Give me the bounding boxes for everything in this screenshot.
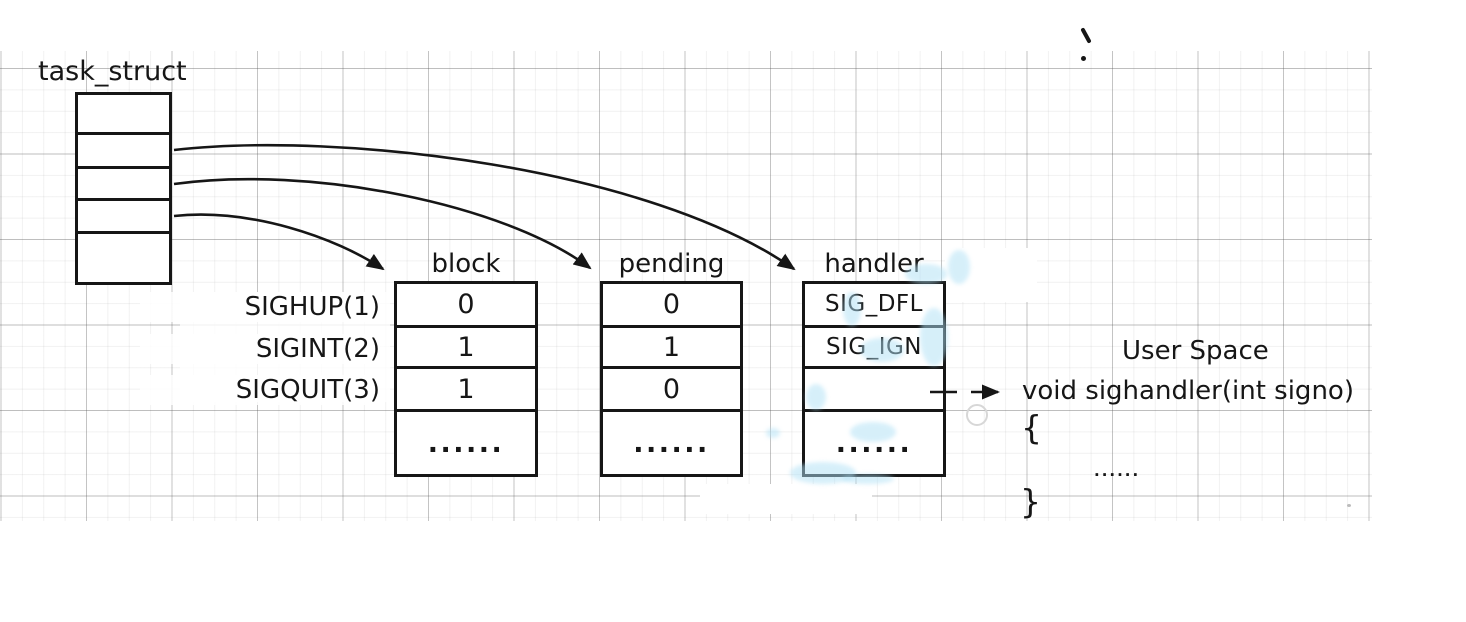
cyan-smudge <box>842 474 894 484</box>
pending-cell-ellipsis: ...... <box>603 409 740 474</box>
task-struct-field-pending-ptr <box>78 166 169 198</box>
signal-label-sighup: SIGHUP(1) <box>140 292 380 322</box>
signal-label-sigint: SIGINT(2) <box>140 334 380 364</box>
handler-table: SIG_DFL SIG_IGN ...... <box>802 281 946 477</box>
block-cell-ellipsis: ...... <box>397 409 535 474</box>
cyan-smudge <box>905 264 947 284</box>
stray-speck <box>1347 504 1351 507</box>
task-struct-field-handler-ptr <box>78 198 169 231</box>
block-column-header: block <box>431 249 501 279</box>
block-cell-sigquit: 1 <box>397 366 535 409</box>
cyan-smudge <box>843 292 861 326</box>
sighandler-signature: void sighandler(int signo) <box>1022 376 1354 406</box>
cyan-smudge <box>860 338 904 362</box>
cyan-smudge <box>790 462 856 484</box>
handler-cell-ellipsis: ...... <box>805 409 943 474</box>
stray-tick-mark <box>1081 28 1091 43</box>
cyan-smudge <box>948 250 970 284</box>
task-struct-label: task_struct <box>38 56 187 87</box>
pending-cell-sigquit: 0 <box>603 366 740 409</box>
cyan-smudge <box>806 384 826 410</box>
whiteout-patch <box>700 484 872 514</box>
user-space-title: User Space <box>1122 336 1269 366</box>
cyan-smudge <box>766 428 780 438</box>
block-cell-sighup: 0 <box>457 289 475 320</box>
task-struct-field <box>78 95 169 132</box>
task-struct-field-block-ptr <box>78 132 169 166</box>
handler-cell-sigquit <box>805 366 943 409</box>
cyan-smudge <box>850 422 896 442</box>
pending-table: 0 1 0 ...... <box>600 281 743 477</box>
block-cell-sigint: 1 <box>397 325 535 366</box>
stray-dot <box>1081 56 1086 61</box>
function-body-ellipsis: ...... <box>1094 462 1141 480</box>
pending-column-header: pending <box>618 249 725 279</box>
block-table: 0 1 1 ...... <box>394 281 538 477</box>
open-brace: { <box>1021 408 1042 447</box>
pending-cell-sighup: 0 <box>662 289 681 320</box>
circle-artifact <box>966 404 988 426</box>
pending-cell-sigint: 1 <box>603 325 740 366</box>
close-brace: } <box>1020 482 1041 521</box>
task-struct-field <box>78 231 169 282</box>
signal-label-sigquit: SIGQUIT(3) <box>140 375 380 405</box>
cyan-smudge <box>920 308 948 366</box>
task-struct-box <box>75 92 172 285</box>
